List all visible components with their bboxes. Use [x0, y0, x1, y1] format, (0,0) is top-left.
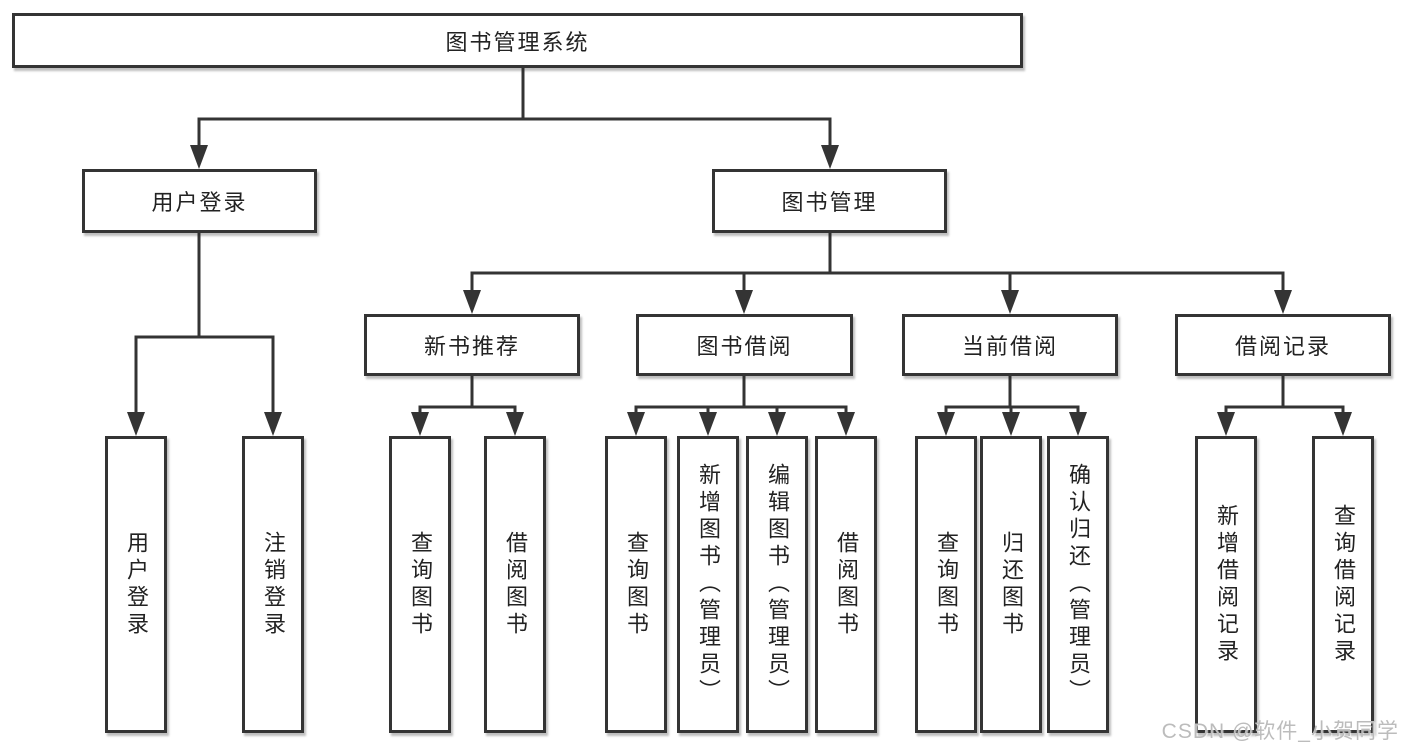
leaf-label: 借阅图书 — [834, 530, 859, 639]
leaf-query-books-recommend: 查询图书 — [389, 436, 451, 733]
node-label: 用户登录 — [151, 190, 248, 215]
node-label: 图书管理 — [781, 190, 878, 215]
node-label: 借阅记录 — [1234, 334, 1331, 359]
leaf-edit-books-admin: 编辑图书（管理员） — [746, 436, 808, 733]
leaf-add-borrow-record: 新增借阅记录 — [1195, 436, 1257, 733]
leaf-label: 查询图书 — [934, 530, 959, 639]
node-book-borrowing: 图书借阅 — [636, 314, 853, 376]
leaf-label: 查询图书 — [624, 530, 649, 639]
leaf-logout-login: 注销登录 — [242, 436, 304, 733]
leaf-label: 新增借阅记录 — [1214, 503, 1239, 666]
leaf-return-books: 归还图书 — [980, 436, 1042, 733]
node-label: 新书推荐 — [423, 334, 520, 359]
leaf-label: 确认归还（管理员） — [1066, 463, 1091, 706]
leaf-borrow-books-recommend: 借阅图书 — [484, 436, 546, 733]
leaf-query-borrow-record: 查询借阅记录 — [1312, 436, 1374, 733]
leaf-label: 编辑图书（管理员） — [765, 463, 790, 706]
node-label: 当前借阅 — [961, 334, 1058, 359]
node-book-management: 图书管理 — [712, 169, 947, 233]
leaf-query-books-current: 查询图书 — [915, 436, 977, 733]
node-borrowing-records: 借阅记录 — [1175, 314, 1391, 376]
node-user-login: 用户登录 — [82, 169, 317, 233]
node-new-book-recommendation: 新书推荐 — [364, 314, 580, 376]
leaf-label: 借阅图书 — [503, 530, 528, 639]
leaf-label: 用户登录 — [124, 530, 149, 639]
watermark-text: CSDN @软件_小贺同学 — [1161, 720, 1399, 743]
leaf-label: 注销登录 — [261, 530, 286, 639]
leaf-query-books-borrowing: 查询图书 — [605, 436, 667, 733]
leaf-confirm-return-admin: 确认归还（管理员） — [1047, 436, 1109, 733]
node-label: 图书管理系统 — [445, 29, 590, 55]
node-library-system: 图书管理系统 — [12, 13, 1023, 68]
leaf-label: 查询借阅记录 — [1331, 503, 1356, 666]
leaf-user-login: 用户登录 — [105, 436, 167, 733]
leaf-borrow-books-borrowing: 借阅图书 — [815, 436, 877, 733]
node-current-borrowing: 当前借阅 — [902, 314, 1118, 376]
leaf-label: 查询图书 — [408, 530, 433, 639]
leaf-label: 新增图书（管理员） — [696, 463, 721, 706]
node-label: 图书借阅 — [696, 334, 793, 359]
leaf-label: 归还图书 — [999, 530, 1024, 639]
leaf-add-books-admin: 新增图书（管理员） — [677, 436, 739, 733]
